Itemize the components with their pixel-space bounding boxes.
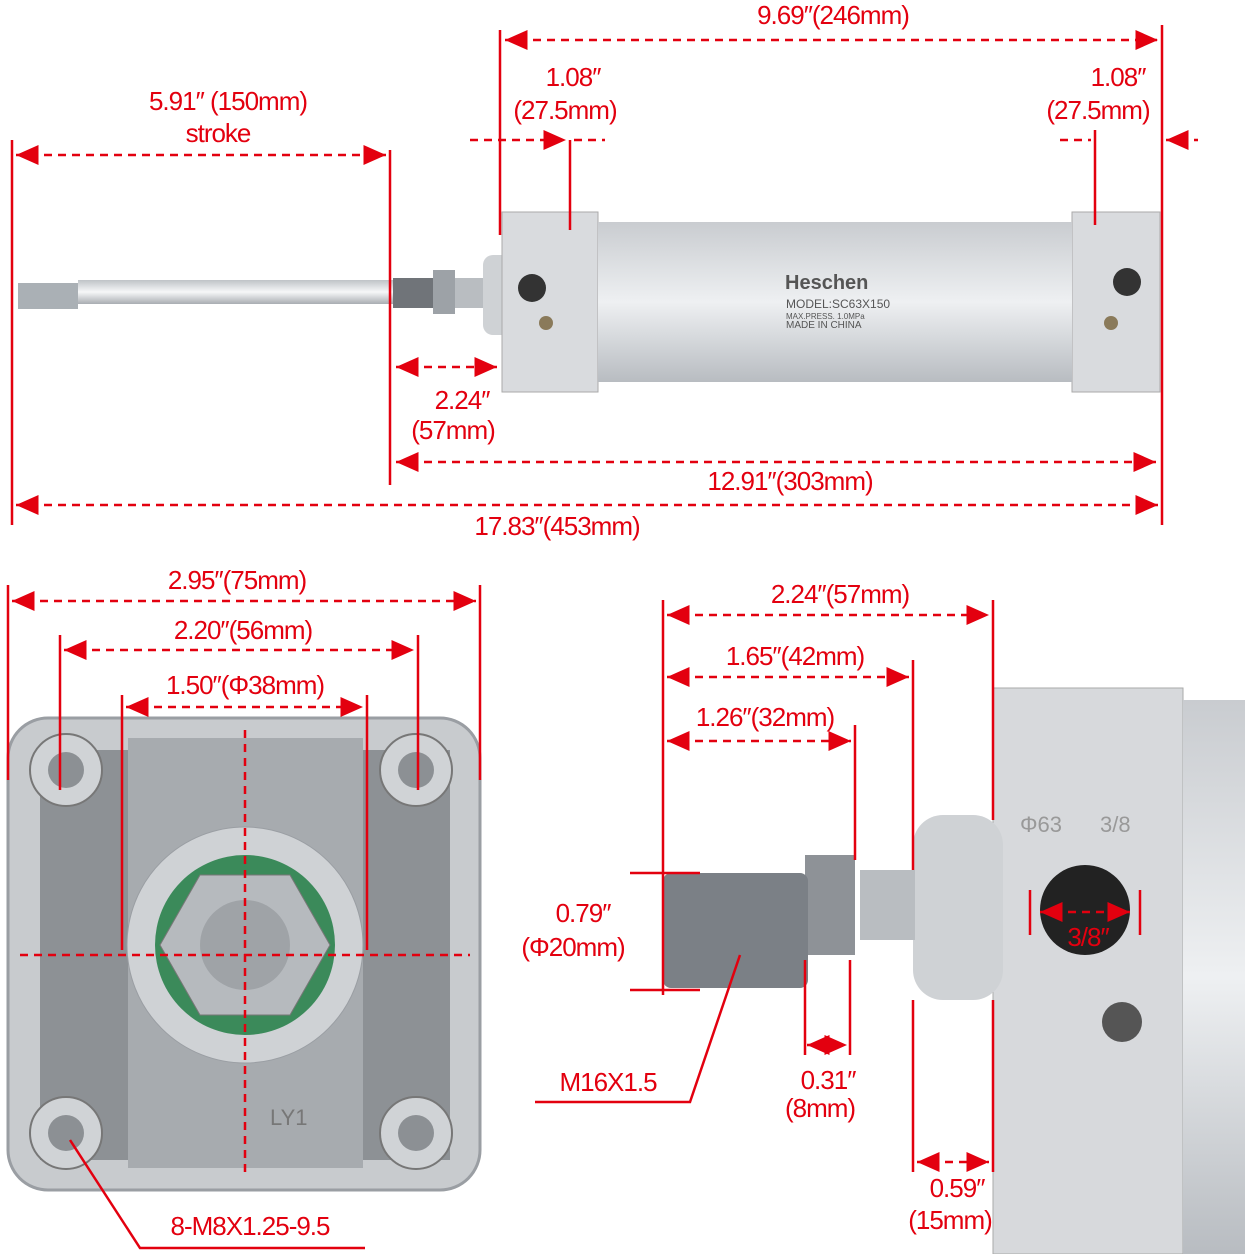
port-mark: 3/8 — [1100, 812, 1131, 837]
brand-label: Heschen — [785, 272, 869, 294]
bolt-spec: 8-M8X1.25-9.5 — [170, 1211, 331, 1241]
dim-boss-mm: (15mm) — [908, 1205, 993, 1235]
stroke-label: stroke — [185, 118, 252, 148]
rod-detail-view — [663, 687, 1245, 1254]
dimension-lines — [6, 25, 1198, 1250]
dim-rod-dia-mm: (Φ20mm) — [521, 932, 625, 962]
thread-spec: M16X1.5 — [559, 1067, 657, 1097]
dim-cap-right-in: 1.08″ — [1090, 62, 1147, 92]
origin-label: MADE IN CHINA — [786, 320, 862, 331]
dim-rod-ext-mm: (57mm) — [411, 415, 496, 445]
dim-extended-length: 17.83″(453mm) — [474, 511, 640, 541]
bore-mark: Φ63 — [1020, 812, 1063, 837]
cast-mark: LY1 — [270, 1105, 308, 1130]
dim-cap-right-mm: (27.5mm) — [1046, 95, 1150, 125]
dim-to-body: 2.24″(57mm) — [770, 579, 910, 609]
dim-to-boss: 1.65″(42mm) — [725, 641, 865, 671]
dim-bolt-spacing: 2.20″(56mm) — [173, 615, 313, 645]
dim-rod-dia-in: 0.79″ — [555, 898, 612, 928]
cylinder-side-view — [18, 211, 1161, 393]
model-label: MODEL:SC63X150 — [786, 297, 891, 311]
dim-nut-mm: (8mm) — [784, 1093, 856, 1123]
dim-nut-in: 0.31″ — [800, 1065, 857, 1095]
dim-body-length: 9.69″(246mm) — [757, 0, 910, 30]
dim-retracted-length: 12.91″(303mm) — [707, 466, 873, 496]
dim-boss-diameter: 1.50″(Φ38mm) — [165, 670, 325, 700]
pressure-label: MAX.PRESS. 1.0MPa — [786, 312, 865, 321]
dim-boss-in: 0.59″ — [929, 1173, 986, 1203]
port-size: 3/8″ — [1067, 922, 1109, 952]
dim-cap-left-mm: (27.5mm) — [513, 95, 617, 125]
dim-thread-length: 1.26″(32mm) — [695, 702, 835, 732]
dim-cap-left-in: 1.08″ — [545, 62, 602, 92]
dim-outer-width: 2.95″(75mm) — [167, 565, 307, 595]
dim-rod-ext-in: 2.24″ — [434, 385, 491, 415]
dim-stroke: 5.91″ (150mm) — [148, 86, 308, 116]
